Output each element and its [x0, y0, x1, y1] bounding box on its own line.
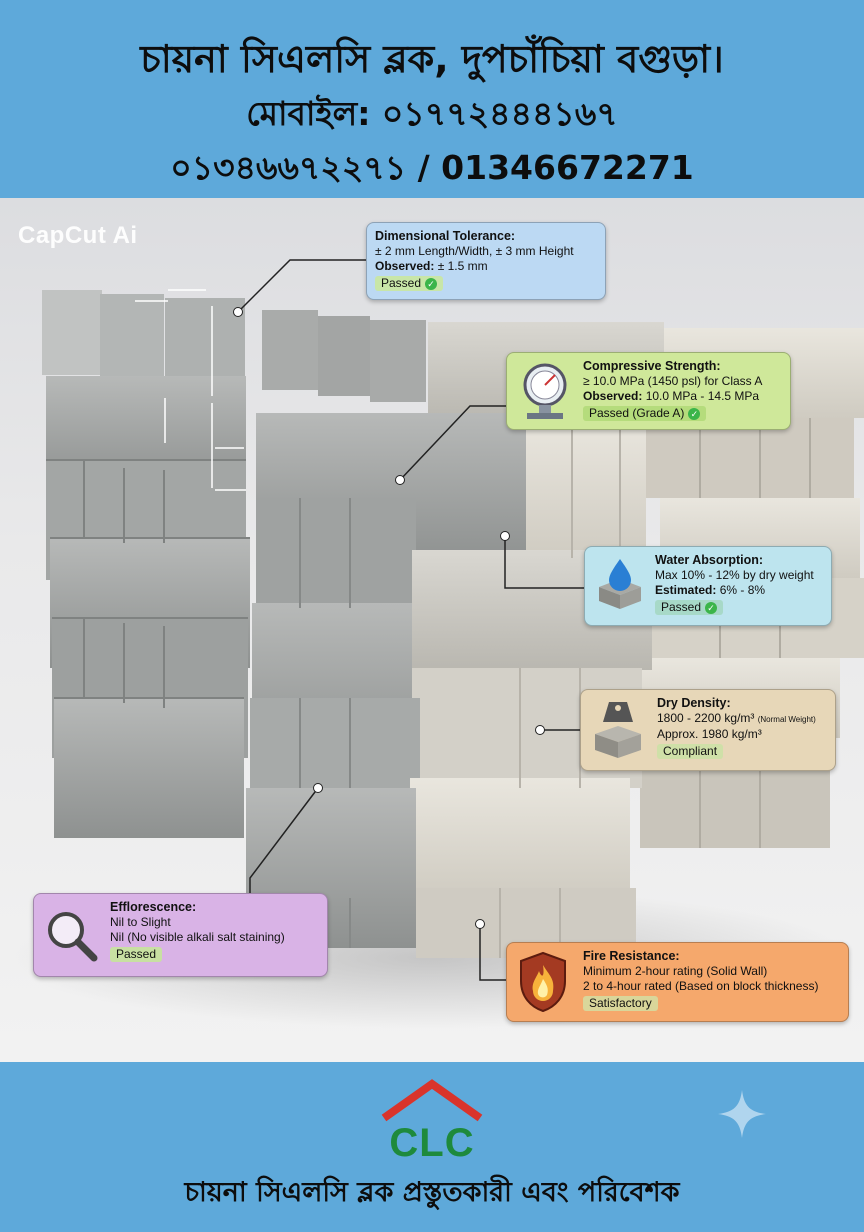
compressive-observed: Observed: 10.0 MPa - 14.5 MPa [583, 389, 760, 403]
compressive-strength-card: Compressive Strength: ≥ 10.0 MPa (1450 p… [506, 352, 791, 430]
footer-banner [0, 1062, 864, 1232]
compressive-status-badge: Passed (Grade A)✓ [583, 406, 707, 421]
weight-block-icon [595, 702, 641, 758]
water-drop-icon [599, 559, 641, 609]
check-icon: ✓ [688, 407, 701, 420]
water-estimated: Estimated: 6% - 8% [655, 583, 766, 597]
clc-logo: CLC [381, 1079, 483, 1160]
compressive-anchor-dot [395, 475, 405, 485]
efflorescence-spec: Nil to Slight [110, 915, 171, 929]
fire-resistance-card: Fire Resistance: Minimum 2-hour rating (… [506, 942, 849, 1022]
page-title: চায়না সিএলসি ব্লক, দুপচাঁচিয়া বগুড়া। [140, 37, 724, 81]
fire-rating: 2 to 4-hour rated (Based on block thickn… [583, 979, 819, 993]
density-anchor-dot [535, 725, 545, 735]
density-title: Dry Density: [657, 696, 731, 710]
fire-title: Fire Resistance: [583, 949, 680, 963]
dimensional-spec: ± 2 mm Length/Width, ± 3 mm Height [375, 244, 574, 258]
sparkle-icon [718, 1090, 766, 1138]
fire-spec: Minimum 2-hour rating (Solid Wall) [583, 964, 768, 978]
water-anchor-dot [500, 531, 510, 541]
efflorescence-status-badge: Passed [110, 947, 163, 962]
density-approx: Approx. 1980 kg/m³ [657, 727, 762, 741]
water-status-badge: Passed✓ [655, 600, 724, 615]
water-absorption-card: Water Absorption: Max 10% - 12% by dry w… [584, 546, 832, 626]
clc-logo-text: CLC [389, 1121, 474, 1160]
capcut-watermark: CapCut Ai [18, 222, 138, 249]
check-icon: ✓ [425, 277, 438, 290]
density-status-badge: Compliant [657, 744, 724, 759]
phone-numbers: ০১৩৪৬৬৭২২৭১ / 01346672271 [170, 148, 694, 187]
footer-tagline: চায়না সিএলসি ব্লক প্রস্তুতকারী এবং পরিব… [184, 1177, 680, 1208]
water-title: Water Absorption: [655, 553, 764, 567]
dimensional-title: Dimensional Tolerance: [375, 229, 516, 243]
compressive-spec: ≥ 10.0 MPa (1450 psl) for Class A [583, 374, 763, 388]
fire-shield-icon [520, 951, 566, 1013]
water-spec: Max 10% - 12% by dry weight [655, 568, 814, 582]
dimensional-tolerance-card: Dimensional Tolerance: ± 2 mm Length/Wid… [366, 222, 606, 300]
density-spec: 1800 - 2200 kg/m³ (Normal Weight) [657, 711, 816, 725]
dry-density-card: Dry Density: 1800 - 2200 kg/m³ (Normal W… [580, 689, 836, 771]
pressure-gauge-icon [523, 363, 567, 419]
efflorescence-anchor-dot [313, 783, 323, 793]
mobile-number: মোবাইল: ০১৭৭২৪৪৪১৬৭ [246, 94, 618, 133]
dimensional-observed: Observed: ± 1.5 mm [375, 259, 488, 273]
fire-status-badge: Satisfactory [583, 996, 658, 1011]
efflorescence-card: Efflorescence: Nil to Slight Nil (No vis… [33, 893, 328, 977]
dimensional-status-badge: Passed✓ [375, 276, 444, 291]
compressive-title: Compressive Strength: [583, 359, 721, 373]
header-banner: চায়না সিএলসি ব্লক, দুপচাঁচিয়া বগুড়া। … [0, 0, 864, 198]
dimensional-anchor-dot [233, 307, 243, 317]
efflorescence-title: Efflorescence: [110, 900, 197, 914]
efflorescence-observed: Nil (No visible alkali salt staining) [110, 930, 285, 944]
magnifier-icon [48, 912, 98, 962]
fire-anchor-dot [475, 919, 485, 929]
check-icon: ✓ [705, 601, 718, 614]
